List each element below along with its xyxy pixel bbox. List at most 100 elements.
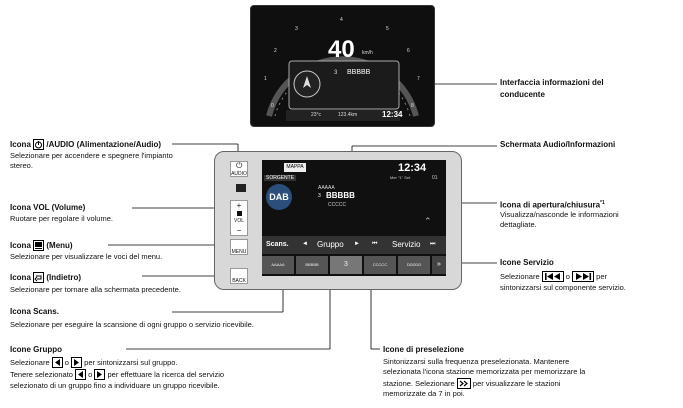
menu-icon-title: Icona (Menu) [10, 240, 73, 251]
mappa-button[interactable]: MAPPA [284, 163, 306, 172]
scans-button[interactable]: Scans. [266, 241, 289, 248]
preset-4[interactable]: CCCCC [364, 256, 396, 274]
preset-l3-a: stazione. Selezionare [383, 379, 455, 388]
service-next-icon[interactable]: ⏭ [430, 241, 436, 247]
scale-1: 1 [264, 76, 267, 82]
group-l2-a: Tenere selezionato [10, 370, 73, 379]
audio-icon-title-prefix: Icona [10, 140, 31, 149]
driver-info-title-2: conducente [500, 90, 545, 99]
menu-icon-title-prefix: Icona [10, 241, 31, 250]
audio-button[interactable]: ⏻AUDIO [230, 161, 248, 177]
menu-icon [33, 240, 45, 251]
scans-icon-desc: Selezionare per eseguire la scansione di… [10, 320, 254, 329]
scale-3: 3 [295, 26, 298, 32]
audio-icon-desc: Selezionare per accendere e spegnere l'i… [10, 151, 173, 170]
back-icon [33, 272, 45, 283]
preset-icons-title: Icone di preselezione [383, 345, 464, 354]
skip-back-icon [541, 271, 564, 282]
driver-info-interface: 40 km/h 3 BBBBB 23°c 123.4km 12:34 0 1 2… [250, 5, 435, 127]
skip-forward-icon [572, 271, 595, 282]
cluster-station-number: 3 [334, 70, 338, 76]
open-close-desc-2: dettagliate. [500, 220, 537, 229]
audio-button-label: AUDIO [231, 171, 247, 177]
audio-screen-title: Schermata Audio/Informazioni [500, 140, 616, 149]
speedometer-gauge [266, 56, 419, 121]
preset-icons-line-4: memorizzate da 7 in poi. [383, 389, 465, 398]
driver-info-title-1: Interfaccia informazioni del [500, 78, 604, 87]
open-close-title: Icona di apertura/chiusura*1 [500, 198, 605, 211]
screen-station-1: AAAAA [318, 185, 335, 191]
group-left-arrow-icon [51, 357, 63, 368]
cluster-clock: 12:34 [382, 110, 403, 119]
cluster-station: BBBBB [347, 69, 371, 76]
preset-1[interactable]: AAAAA [262, 256, 294, 274]
speed-unit: km/h [362, 50, 373, 56]
preset-5[interactable]: DDDDD [398, 256, 430, 274]
menu-icon-title-text: (Menu) [46, 241, 73, 250]
dab-logo: DAB [266, 184, 292, 210]
vol-icon-desc: Ruotare per regolare il volume. [10, 214, 113, 223]
scale-5: 5 [386, 26, 389, 32]
screen-channel: 01 [432, 175, 438, 181]
service-prev-icon[interactable]: ⏮ [372, 241, 378, 247]
back-icon-title-text: (Indietro) [46, 273, 82, 282]
preset-2[interactable]: BBBBB [296, 256, 328, 274]
screen-date: Mer "1" Set [390, 175, 411, 180]
group-icons-line-1: Selezionare o per sintonizzarsi sul grup… [10, 357, 178, 368]
scale-0: 0 [271, 103, 274, 109]
back-icon-title: Icona (Indietro) [10, 272, 81, 283]
open-close-icon[interactable]: ⌃ [424, 216, 432, 226]
audio-icon-title-text: /AUDIO (Alimentazione/Audio) [46, 140, 162, 149]
open-close-desc-1: Visualizza/nasconde le informazioni [500, 210, 619, 219]
back-icon-desc: Selezionare per tornare alla schermata p… [10, 285, 181, 294]
scale-4: 4 [340, 17, 343, 23]
preset-icons-line-3: stazione. Selezionare per visualizzare l… [383, 378, 560, 389]
audio-icon-title: Icona /AUDIO (Alimentazione/Audio) [10, 139, 161, 150]
preset-icons-line-1: Sintonizzarsi sulla frequenza preselezio… [383, 357, 570, 366]
group-l1-a: Selezionare [10, 358, 50, 367]
scale-2: 2 [274, 48, 277, 54]
source-button[interactable]: SORGENTE [264, 175, 297, 181]
speed-value: 40 [328, 36, 355, 63]
scale-6: 6 [407, 48, 410, 54]
screen-station-2: BBBBB [326, 191, 355, 200]
open-close-title-text: Icona di apertura/chiusura [500, 200, 601, 210]
cluster-distance: 123.4km [338, 112, 358, 118]
screen-station-3: CCCCC [328, 202, 347, 208]
volume-knob[interactable]: +VOL− [230, 200, 248, 236]
screen-station-number: 3 [318, 193, 321, 199]
group-next-icon[interactable]: ► [354, 241, 360, 247]
open-close-footnote: *1 [600, 200, 605, 206]
service-icons-title: Icone Servizio [500, 258, 554, 267]
service-l1-c: per [596, 272, 607, 281]
group-icons-line-3: selezionato di un gruppo fino a individu… [10, 381, 220, 390]
menu-button[interactable]: MENU [230, 239, 248, 255]
scale-8: 8 [411, 103, 414, 109]
scans-icon-title: Icona Scans. [10, 307, 59, 316]
service-icons-line-2: sintonizzarsi sul componente servizio. [500, 283, 626, 292]
group-l2-b: o [88, 370, 93, 379]
group-prev-icon[interactable]: ◄ [302, 241, 308, 247]
more-presets-icon [456, 378, 471, 389]
scale-7: 7 [417, 76, 420, 82]
menu-icon-desc: Selezionare per visualizzare le voci del… [10, 252, 163, 261]
service-l1-a: Selezionare [500, 272, 540, 281]
power-icon: ⏻ [236, 161, 243, 170]
group-label: Gruppo [317, 240, 344, 249]
back-icon-title-prefix: Icona [10, 273, 31, 282]
group-right-arrow-icon-2 [94, 369, 106, 380]
back-button-label: BACK [232, 278, 246, 284]
preset-l3-b: per visualizzare le stazioni [472, 379, 561, 388]
preset-3[interactable]: 3 [330, 256, 362, 274]
volume-label: VOL [233, 218, 244, 224]
back-button[interactable]: BACK [230, 268, 248, 284]
audio-info-screen: MAPPA 12:34 Mer "1" Set 01 SORGENTE DAB … [262, 160, 446, 276]
group-icons-line-2: Tenere selezionato o per effettuare la r… [10, 369, 224, 380]
group-l1-b: o [64, 358, 69, 367]
screen-clock: 12:34 [398, 162, 427, 174]
more-presets-button[interactable]: » [432, 256, 446, 274]
preset-icons-line-2: selezionata l'icona stazione memorizzata… [383, 367, 586, 376]
group-left-arrow-icon-2 [75, 369, 87, 380]
cluster-temperature: 23°c [311, 112, 322, 118]
group-l2-c: per effettuare la ricerca del servizio [107, 370, 225, 379]
